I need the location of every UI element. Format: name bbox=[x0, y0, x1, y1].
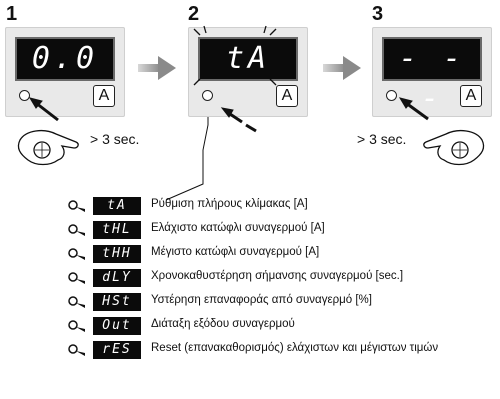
display-value: 0.0 bbox=[31, 41, 99, 76]
menu-item: tHL Ελάχιστο κατώφλι συναγερμού [A] bbox=[68, 221, 498, 239]
device-panel-step2: tA A bbox=[188, 27, 308, 117]
step-number-3: 3 bbox=[372, 3, 384, 25]
menu-code: dLY bbox=[93, 269, 141, 287]
menu-description: Υστέρηση επαναφοράς από συναγερμό [%] bbox=[151, 294, 372, 306]
set-button[interactable] bbox=[19, 90, 30, 101]
display-value: - - - bbox=[398, 41, 466, 116]
device-panel-step1: 0.0 A bbox=[5, 27, 125, 117]
device-panel-step3: - - - A bbox=[372, 27, 492, 117]
press-arrow-icon bbox=[398, 97, 429, 121]
menu-description: Ελάχιστο κατώφλι συναγερμού [A] bbox=[151, 222, 325, 234]
menu-code: Out bbox=[93, 317, 141, 335]
press-arrow-icon bbox=[220, 107, 257, 133]
hold-time-hint: > 3 sec. bbox=[90, 131, 140, 147]
menu-description: Μέγιστο κατώφλι συναγερμού [A] bbox=[151, 246, 320, 258]
menu-description: Χρονοκαθυστέρηση σήμανσης συναγερμού [se… bbox=[151, 270, 404, 282]
menu-code: HSt bbox=[93, 293, 141, 311]
unit-label-box: A bbox=[460, 85, 482, 107]
menu-description: Διάταξη εξόδου συναγερμού bbox=[151, 318, 295, 330]
key-icon bbox=[68, 248, 85, 260]
key-icon bbox=[68, 320, 85, 332]
set-button[interactable] bbox=[202, 90, 213, 101]
display-screen: 0.0 bbox=[15, 37, 115, 81]
menu-description: Ρύθμιση πλήρους κλίμακας [A] bbox=[151, 198, 308, 210]
flow-arrow-icon bbox=[138, 56, 176, 80]
key-icon bbox=[68, 224, 85, 236]
display-value: tA bbox=[225, 41, 271, 76]
press-arrow-icon bbox=[28, 97, 59, 122]
menu-item: tA Ρύθμιση πλήρους κλίμακας [A] bbox=[68, 197, 498, 215]
display-screen: tA bbox=[198, 37, 298, 81]
unit-label-box: A bbox=[93, 85, 115, 107]
key-icon bbox=[68, 200, 85, 212]
set-button[interactable] bbox=[386, 90, 397, 101]
unit-label-box: A bbox=[276, 85, 298, 107]
key-icon bbox=[68, 344, 85, 356]
menu-item: HSt Υστέρηση επαναφοράς από συναγερμό [%… bbox=[68, 293, 498, 311]
menu-code: tHH bbox=[93, 245, 141, 263]
menu-code: tA bbox=[93, 197, 141, 215]
display-screen: - - - bbox=[382, 37, 482, 116]
menu-code: rES bbox=[93, 341, 141, 359]
connector-line bbox=[165, 117, 209, 201]
hand-pressing-icon bbox=[423, 129, 485, 166]
menu-description: Reset (επανακαθορισμός) ελάχιστων και μέ… bbox=[151, 342, 439, 354]
flow-arrow-icon bbox=[323, 56, 361, 80]
menu-item: tHH Μέγιστο κατώφλι συναγερμού [A] bbox=[68, 245, 498, 263]
key-icon bbox=[68, 296, 85, 308]
step-number-2: 2 bbox=[188, 3, 200, 25]
hold-time-hint: > 3 sec. bbox=[357, 131, 407, 147]
blink-indicator-icon bbox=[193, 25, 277, 86]
menu-item: dLY Χρονοκαθυστέρηση σήμανσης συναγερμού… bbox=[68, 269, 498, 287]
hand-pressing-icon bbox=[17, 129, 79, 166]
menu-item: Out Διάταξη εξόδου συναγερμού bbox=[68, 317, 498, 335]
key-icon bbox=[68, 272, 85, 284]
menu-code: tHL bbox=[93, 221, 141, 239]
menu-item: rES Reset (επανακαθορισμός) ελάχιστων κα… bbox=[68, 341, 498, 359]
step-number-1: 1 bbox=[6, 3, 18, 25]
